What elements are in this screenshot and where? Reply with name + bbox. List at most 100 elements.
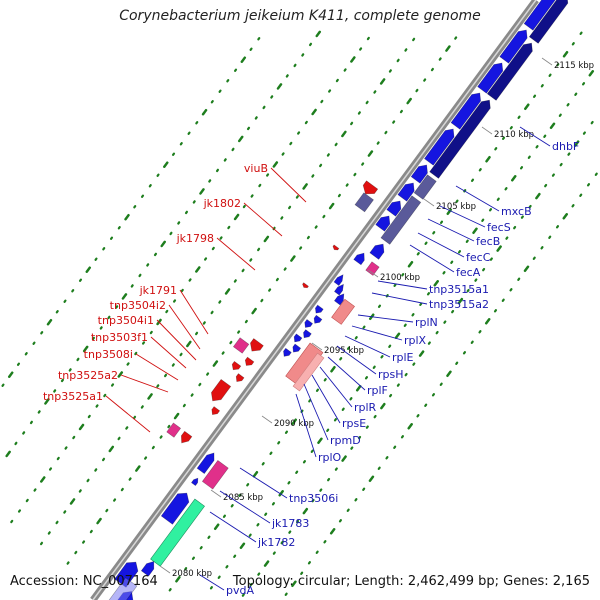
kbp-tick	[478, 330, 482, 334]
kbp-tick	[439, 220, 444, 224]
gene-label-rpsE: rpsE	[342, 417, 366, 430]
kbp-tick	[125, 426, 129, 430]
kbp-tick	[117, 371, 124, 378]
kbp-tick	[56, 456, 60, 461]
kbp-label: 2110 kbp	[494, 130, 534, 140]
gene-label-rplF: rplF	[367, 384, 388, 397]
kbp-tick	[188, 278, 192, 282]
kbp-tick	[401, 273, 405, 277]
kbp-tick	[411, 313, 415, 317]
gene-leader-line	[427, 218, 475, 242]
kbp-tick	[186, 340, 192, 348]
kbp-tick	[365, 100, 369, 105]
gene-block-inner	[523, 0, 559, 31]
kbp-tick	[135, 465, 141, 472]
kbp-tick	[159, 435, 163, 439]
gene-small	[191, 477, 199, 487]
kbp-tick	[307, 561, 311, 565]
kbp-tick	[257, 572, 261, 576]
kbp-tick	[328, 89, 332, 93]
mobile-element-shape	[232, 337, 250, 354]
gene-leader-line	[199, 574, 225, 591]
kbp-tick	[418, 350, 425, 357]
kbp-tick	[40, 476, 46, 483]
gene-label-jk1798: jk1798	[176, 232, 214, 245]
kbp-tick	[455, 199, 459, 203]
mobile-element	[232, 337, 250, 354]
kbp-tick	[160, 240, 166, 248]
gene-block-inner	[160, 492, 190, 525]
kbp-tick	[182, 403, 186, 408]
kbp-tick	[148, 184, 152, 188]
kbp-tick	[269, 451, 273, 455]
gene-faded-shape	[103, 577, 138, 600]
kbp-tick	[144, 456, 148, 460]
kbp-tick	[184, 210, 189, 215]
gene-leader-line	[303, 383, 329, 441]
gene-leader-line	[219, 490, 271, 524]
kbp-tick	[540, 84, 544, 88]
reverse-gene-shape	[332, 244, 340, 251]
kbp-tick	[407, 423, 413, 430]
gene-leader-line	[327, 356, 366, 391]
reverse-gene-shape	[250, 338, 264, 352]
ribosomal-gene	[303, 329, 312, 339]
gene-small	[333, 293, 345, 306]
reverse-gene-muted	[354, 192, 374, 213]
kbp-tick	[431, 393, 436, 397]
kbp-tick	[195, 331, 199, 336]
kbp-tick	[439, 382, 443, 386]
kbp-tick	[210, 310, 214, 315]
ribosomal-gene-shape	[283, 347, 292, 357]
kbp-tick	[126, 362, 130, 366]
kbp-label: 2115 kbp	[554, 61, 594, 71]
reverse-gene-shape	[235, 373, 245, 383]
gene-leader-line	[377, 280, 428, 290]
gene-small-shape	[191, 477, 199, 487]
kbp-tick	[109, 236, 114, 240]
kbp-tick	[164, 373, 168, 378]
gene-block-inner-shape	[397, 182, 415, 202]
kbp-tick	[169, 231, 173, 236]
kbp-tick	[326, 153, 330, 157]
kbp-tick	[133, 205, 137, 209]
kbp-tick	[416, 414, 420, 418]
kbp-tick	[272, 161, 279, 168]
kbp-tick	[385, 456, 389, 460]
kbp-tick	[234, 68, 238, 72]
gene-block-inner	[375, 215, 391, 232]
gene-leader-line	[120, 374, 169, 393]
kbp-tick	[254, 116, 258, 120]
gene-label-tnp3515a1: tnp3515a1	[429, 283, 489, 296]
kbp-tick	[55, 520, 59, 525]
kbp-tick	[108, 445, 115, 453]
kbp-tick	[173, 299, 177, 303]
gene-block-inner-shape	[499, 29, 528, 64]
kbp-tick	[179, 142, 183, 146]
kbp-tick	[10, 519, 14, 524]
kbp-tick	[63, 510, 67, 514]
reverse-gene	[231, 360, 242, 371]
reverse-gene-shape	[302, 282, 309, 289]
kbp-tick	[524, 103, 530, 111]
kbp-tick	[76, 357, 80, 362]
rrna-block	[285, 342, 324, 386]
kbp-tick	[472, 227, 478, 235]
kbp-tick	[261, 462, 265, 466]
kbp-tick	[53, 389, 57, 393]
kbp-tick	[555, 225, 560, 229]
kbp-tick	[311, 108, 317, 116]
kbp-tick	[199, 546, 203, 550]
kbp-tick	[520, 215, 524, 219]
kbp-tick	[246, 483, 250, 487]
kbp-tick	[256, 523, 260, 527]
kbp-tick	[263, 235, 270, 243]
kbp-tick	[478, 168, 482, 172]
gene-block-outer-shape	[429, 99, 491, 179]
kbp-tick	[217, 575, 221, 579]
kbp-tick	[328, 202, 335, 210]
kbp-tick	[337, 193, 341, 198]
kbp-tick	[134, 351, 138, 356]
kbp-tick	[457, 297, 464, 305]
kbp-tick	[354, 498, 358, 502]
